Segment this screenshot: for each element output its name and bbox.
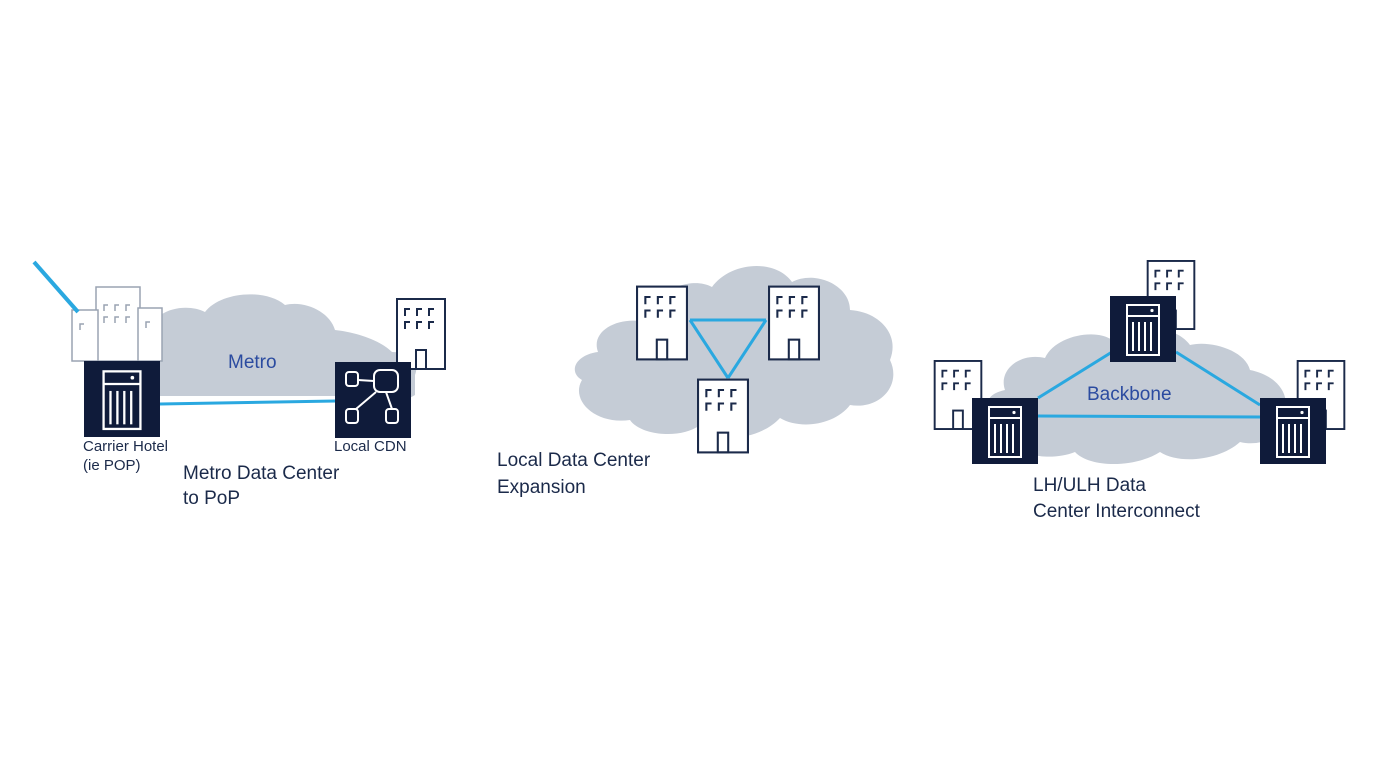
local-cdn-label: Local CDN	[334, 438, 407, 455]
local-building-left-icon	[636, 285, 688, 361]
metro-panel: Metro Carrier Hotel (ie POP) Local CDN M…	[32, 260, 446, 509]
metro-link	[159, 399, 337, 406]
metro-caption-line2: to PoP	[183, 488, 240, 509]
backbone-links	[1037, 350, 1261, 419]
local-caption-line1: Local Data Center	[497, 450, 651, 471]
carrier-hotel-rack-icon	[84, 361, 160, 437]
backbone-caption-line1: LH/ULH Data	[1033, 475, 1146, 496]
uplink-line	[32, 260, 80, 314]
backbone-rack-left-icon	[972, 398, 1038, 464]
local-caption-line2: Expansion	[497, 477, 586, 498]
carrier-hotel-buildings-icon	[71, 286, 163, 362]
backbone-caption-line2: Center Interconnect	[1033, 501, 1201, 522]
backbone-panel: Backbone LH/ULH Data Center Interconnect	[933, 260, 1346, 522]
backbone-cloud	[986, 327, 1286, 464]
cdn-building-icon	[396, 298, 446, 370]
cdn-database-icon	[335, 362, 411, 438]
local-panel: Local Data Center Expansion	[497, 265, 894, 498]
metro-caption-line1: Metro Data Center	[183, 463, 340, 484]
backbone-rack-right-icon	[1260, 398, 1326, 464]
backbone-rack-top-icon	[1110, 296, 1176, 362]
carrier-hotel-sublabel: (ie POP)	[83, 457, 141, 474]
local-building-right-icon	[768, 285, 820, 361]
metro-cloud-label: Metro	[228, 352, 277, 373]
carrier-hotel-label: Carrier Hotel	[83, 438, 168, 455]
local-triangle-links	[688, 318, 768, 379]
backbone-cloud-label: Backbone	[1087, 384, 1172, 405]
local-building-bottom-icon	[697, 378, 749, 454]
